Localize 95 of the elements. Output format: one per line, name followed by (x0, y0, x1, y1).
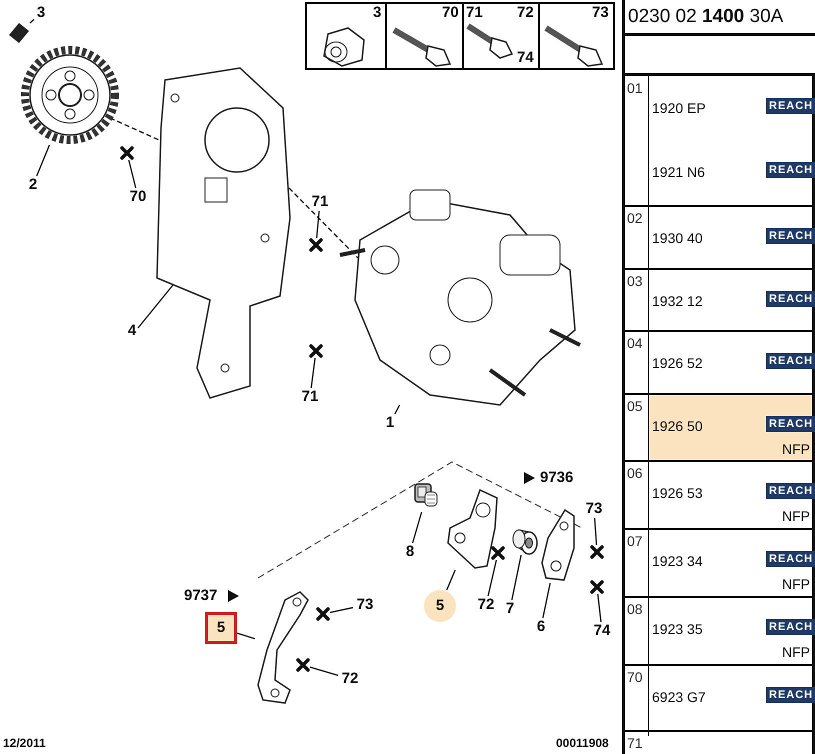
compliance-badge: REACH (766, 619, 815, 635)
part-reference: 1926 50 (652, 418, 703, 434)
status-note: NFP (782, 644, 810, 660)
leader-line (138, 284, 174, 328)
assembly-line (110, 117, 160, 141)
fastener-mark-icon (309, 238, 323, 252)
callout-number: 3 (34, 4, 48, 22)
part-number-tag: 70 (442, 5, 459, 21)
leader-line (511, 554, 522, 600)
callout-number: 73 (353, 596, 377, 614)
compliance-badge: REACH (766, 687, 815, 703)
callout-number: 2 (26, 176, 40, 194)
leader-line (597, 594, 602, 622)
leader-line (330, 606, 354, 614)
nut-drawing (8, 22, 30, 44)
status-note: NFP (782, 508, 810, 524)
leader-line (310, 666, 338, 676)
row-number: 01 (627, 80, 643, 96)
date-note: 12/2011 (3, 735, 46, 751)
reference-link: 9736 (540, 470, 574, 486)
callout-number: 7 (504, 600, 516, 618)
callout-number: 4 (126, 322, 138, 340)
compliance-badge: REACH (766, 291, 815, 307)
mount-drawing (445, 488, 500, 570)
compliance-badge: REACH (766, 416, 815, 432)
callout-number: 73 (582, 500, 606, 518)
fastener-mark-icon (309, 344, 323, 358)
row-number: 05 (627, 398, 643, 414)
fastener-mark-icon (296, 658, 310, 672)
fastener-mark-icon (590, 545, 604, 559)
leader-line (128, 160, 136, 188)
callout-number: 74 (590, 622, 614, 640)
leader-line (594, 518, 598, 546)
fastener-mark-icon (316, 607, 330, 621)
part-reference: 1921 N6 (652, 164, 705, 180)
part-number-tag: 3 (373, 5, 382, 21)
callout-number: 1 (384, 414, 396, 432)
callout-number: 70 (126, 188, 150, 206)
leader-line (310, 358, 316, 388)
part-number-tag: 72 (517, 5, 534, 21)
part-number-tag: 73 (592, 5, 609, 21)
bracket-drawing (255, 590, 310, 705)
compliance-badge: REACH (766, 98, 815, 114)
callout-number: 5 (424, 590, 456, 622)
callout-number: 71 (308, 193, 332, 211)
reference-number: 0230 02 1400 30A (628, 6, 784, 28)
status-note: NFP (782, 576, 810, 592)
callout-number: 72 (338, 670, 362, 688)
part-reference: 1926 52 (652, 355, 703, 371)
leader-line (30, 18, 34, 24)
part-reference: 1923 34 (652, 553, 703, 569)
leader-line (316, 210, 320, 238)
drawing-number: 00011908 (556, 735, 609, 751)
assembly-line (288, 188, 358, 258)
callout-number: 72 (474, 596, 498, 614)
part-reference: 1932 12 (652, 293, 703, 309)
row-number: 02 (627, 210, 643, 226)
row-number: 08 (627, 601, 643, 617)
reference-link: 9737 (184, 588, 218, 604)
compliance-badge: REACH (766, 228, 815, 244)
row-number: 07 (627, 533, 643, 549)
status-note: NFP (782, 441, 810, 457)
row-number: 04 (627, 335, 643, 351)
leader-line (542, 582, 551, 618)
leader-line (412, 512, 422, 544)
part-reference: 1920 EP (652, 100, 706, 116)
leader-line (446, 570, 456, 590)
bushing-drawing (510, 527, 538, 555)
fastener-mark-icon (491, 546, 505, 560)
callout-number: 8 (404, 543, 416, 561)
callout-number: 6 (535, 618, 547, 636)
part-reference: 1926 53 (652, 485, 703, 501)
callout-number: 71 (298, 388, 322, 406)
part-reference: 1923 35 (652, 621, 703, 637)
compliance-badge: REACH (766, 551, 815, 567)
row-number: 03 (627, 273, 643, 289)
part-number-tag: 71 (466, 5, 483, 21)
part-reference: 6923 G7 (652, 689, 706, 705)
leader-line (394, 404, 400, 414)
row-number: 71 (627, 735, 643, 751)
sprocket-drawing (20, 45, 120, 145)
part-reference: 1930 40 (652, 230, 703, 246)
bracket-drawing (540, 508, 576, 583)
leader-line (487, 560, 498, 596)
fastener-mark-icon (120, 146, 134, 160)
leader-line (36, 144, 50, 176)
callout-number: 5 (205, 612, 237, 644)
fastener-mark-icon (590, 580, 604, 594)
compliance-badge: REACH (766, 162, 815, 178)
compliance-badge: REACH (766, 353, 815, 369)
leader-line (236, 632, 256, 640)
row-number: 70 (627, 669, 643, 685)
part-number-tag: 74 (517, 50, 534, 66)
compliance-badge: REACH (766, 483, 815, 499)
row-number: 06 (627, 465, 643, 481)
